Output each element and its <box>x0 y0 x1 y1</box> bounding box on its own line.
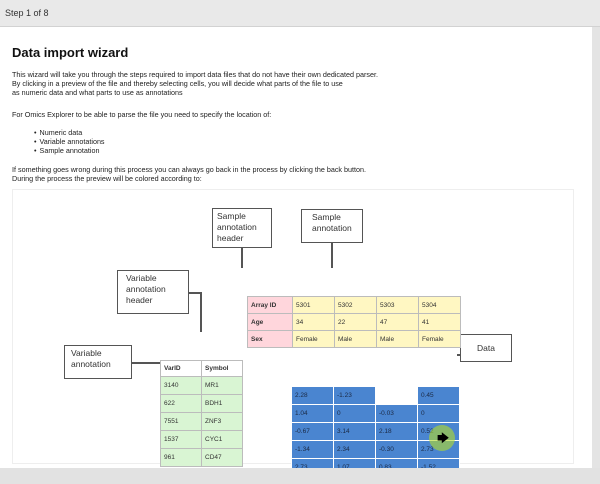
table-header-cell: Symbol <box>201 360 243 377</box>
wizard-content: Data import wizard This wizard will take… <box>0 27 592 477</box>
connector-line <box>132 362 160 364</box>
table-row: Array ID 5301 5302 5303 5304 <box>247 296 461 314</box>
table-cell: 1.04 <box>291 404 334 423</box>
table-row: 3140 MR1 <box>160 376 243 395</box>
table-row: 622 BDH1 <box>160 394 243 413</box>
table-cell <box>375 386 418 405</box>
table-cell: -1.23 <box>333 386 376 405</box>
table-cell: MR1 <box>201 376 243 395</box>
color-legend-diagram: Sample annotation header Sample annotati… <box>12 189 574 477</box>
vertical-scrollbar[interactable] <box>592 27 600 468</box>
table-cell: Male <box>334 330 377 348</box>
table-cell: 2.28 <box>291 386 334 405</box>
connector-line <box>457 354 461 356</box>
table-row: 7551 ZNF3 <box>160 412 243 431</box>
table-cell: -1.34 <box>291 440 334 459</box>
table-row: 961 CD47 <box>160 448 243 467</box>
wizard-title: Data import wizard <box>12 45 129 60</box>
bullet-sample-annotation: Sample annotation <box>34 146 105 155</box>
click-highlight <box>429 425 455 451</box>
intro-line-3: as numeric data and what parts to use as… <box>12 88 183 97</box>
intro-line-1: This wizard will take you through the st… <box>12 70 378 79</box>
table-cell: 622 <box>160 394 202 413</box>
table-header-cell: VarID <box>160 360 202 377</box>
table-cell: Age <box>247 313 293 331</box>
variable-annotation-table: VarID Symbol 3140 MR1 622 BDH1 7551 ZNF3… <box>160 360 243 467</box>
table-cell: 22 <box>334 313 377 331</box>
table-cell: 961 <box>160 448 202 467</box>
table-cell: 47 <box>376 313 419 331</box>
table-cell: -0.67 <box>291 422 334 441</box>
variable-annotation-header-callout: Variable annotation header <box>117 270 189 314</box>
table-cell: Female <box>292 330 335 348</box>
table-cell: 34 <box>292 313 335 331</box>
table-cell: 0 <box>333 404 376 423</box>
table-row: Sex Female Male Male Female <box>247 330 461 348</box>
location-text: For Omics Explorer to be able to parse t… <box>12 110 272 119</box>
table-row: Age 34 22 47 41 <box>247 313 461 331</box>
table-cell: Array ID <box>247 296 293 314</box>
table-cell: CYC1 <box>201 430 243 449</box>
table-cell: Male <box>376 330 419 348</box>
table-cell: CD47 <box>201 448 243 467</box>
bullet-text: Numeric data <box>39 128 83 137</box>
step-indicator: Step 1 of 8 <box>5 8 49 18</box>
table-cell: 5303 <box>376 296 419 314</box>
bullet-numeric-data: Numeric data <box>34 128 105 137</box>
table-cell: -0.30 <box>375 440 418 459</box>
back-text-2: During the process the preview will be c… <box>12 174 202 183</box>
table-cell: 5301 <box>292 296 335 314</box>
table-row: 2.28 -1.23 0.45 <box>291 386 460 405</box>
table-cell: 5302 <box>334 296 377 314</box>
step-header: Step 1 of 8 <box>0 0 600 27</box>
mouse-pointer-icon: 🡆 <box>437 431 450 445</box>
connector-line <box>331 243 333 268</box>
table-row: VarID Symbol <box>160 360 243 377</box>
table-cell: 7551 <box>160 412 202 431</box>
variable-annotation-callout: Variable annotation <box>64 345 132 379</box>
data-callout: Data <box>460 334 512 362</box>
sample-annotation-callout: Sample annotation <box>301 209 363 243</box>
table-cell: 3140 <box>160 376 202 395</box>
table-cell: -0.03 <box>375 404 418 423</box>
table-cell: 1537 <box>160 430 202 449</box>
numeric-data-table: 2.28 -1.23 0.45 1.04 0 -0.03 0 -0.67 3.1… <box>291 386 460 477</box>
table-cell: 2.34 <box>333 440 376 459</box>
table-cell: BDH1 <box>201 394 243 413</box>
table-cell: 3.14 <box>333 422 376 441</box>
connector-line <box>200 292 202 332</box>
table-cell: 5304 <box>418 296 461 314</box>
connector-line <box>241 248 243 268</box>
bottom-bar <box>0 468 600 484</box>
table-cell: 0.45 <box>417 386 460 405</box>
table-cell: Sex <box>247 330 293 348</box>
intro-line-2: By clicking in a preview of the file and… <box>12 79 343 88</box>
table-cell: 2.18 <box>375 422 418 441</box>
sample-annotation-table: Array ID 5301 5302 5303 5304 Age 34 22 4… <box>247 296 461 348</box>
sample-annotation-header-callout: Sample annotation header <box>212 208 272 248</box>
table-row: 1537 CYC1 <box>160 430 243 449</box>
table-cell: ZNF3 <box>201 412 243 431</box>
back-text-1: If something goes wrong during this proc… <box>12 165 366 174</box>
table-cell: 0 <box>417 404 460 423</box>
location-list: Numeric data Variable annotations Sample… <box>34 128 105 155</box>
table-cell: Female <box>418 330 461 348</box>
table-cell: 41 <box>418 313 461 331</box>
bullet-text: Sample annotation <box>39 146 100 155</box>
table-row: -1.34 2.34 -0.30 2.73 <box>291 440 460 459</box>
bullet-variable-annotations: Variable annotations <box>34 137 105 146</box>
bullet-text: Variable annotations <box>39 137 105 146</box>
connector-line <box>189 292 201 294</box>
table-row: 1.04 0 -0.03 0 <box>291 404 460 423</box>
